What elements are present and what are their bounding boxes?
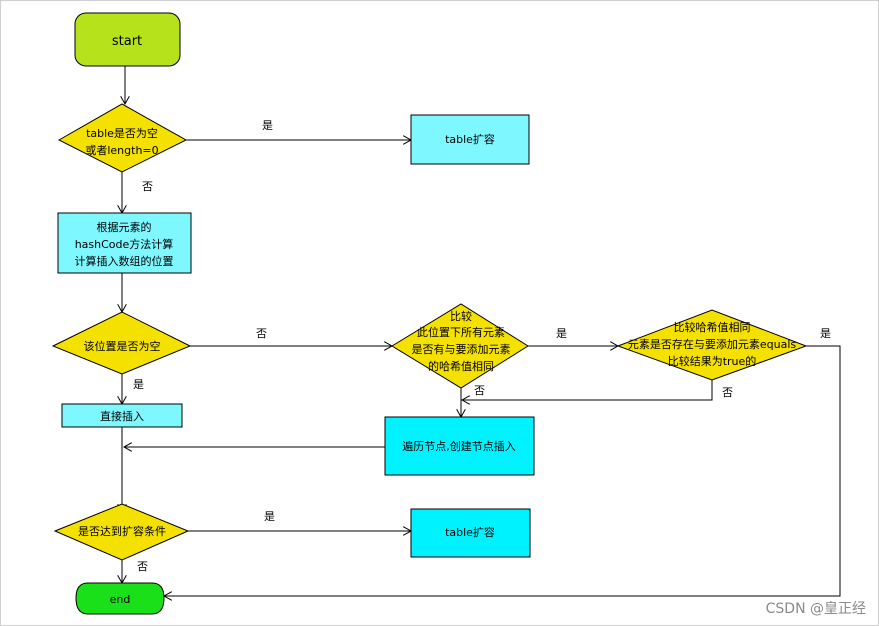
- node-start: start: [74, 12, 181, 67]
- edge-labels: 是 否 否 是 是 是 否 否 是 否: [133, 119, 831, 573]
- label-yes-5: 是: [264, 510, 275, 523]
- node-insert: 直接插入: [61, 403, 183, 428]
- node-check-table: table是否为空 或者length=0: [57, 103, 188, 173]
- node-compare-equals: 比较哈希值相同 元素是否存在与要添加元素equals 比较结果为true的: [616, 309, 808, 381]
- node-compute: 根据元素的 hashCode方法计算 计算插入数组的位置: [57, 212, 192, 274]
- label-no-4: 否: [722, 386, 733, 399]
- node-compare-equals-line-3: 比较结果为true的: [668, 354, 757, 368]
- node-compare-hash-line-2: 此位置下所有元素: [417, 325, 505, 339]
- node-compare-hash-line-3: 是否有与要添加元素: [412, 342, 511, 356]
- node-traverse: 遍历节点,创建节点插入: [384, 416, 535, 476]
- label-no-3: 否: [474, 384, 485, 397]
- node-compare-hash-line-4: 的哈希值相同: [428, 359, 494, 373]
- node-end: end: [75, 582, 165, 615]
- node-traverse-label: 遍历节点,创建节点插入: [402, 439, 516, 453]
- label-yes-1: 是: [262, 119, 273, 132]
- node-resize-2: table扩容: [410, 508, 531, 558]
- label-yes-4: 是: [133, 378, 144, 391]
- node-start-label: start: [112, 34, 142, 49]
- node-resize-2-label: table扩容: [445, 525, 495, 539]
- node-end-label: end: [110, 593, 131, 606]
- node-check-resize-label: 是否达到扩容条件: [78, 524, 166, 538]
- label-no-2: 否: [256, 327, 267, 340]
- node-insert-label: 直接插入: [100, 409, 144, 423]
- node-compute-line-1: 根据元素的: [97, 220, 152, 234]
- node-resize-1: table扩容: [410, 114, 530, 165]
- edge-compare-equals-yes: [164, 345, 841, 596]
- node-check-table-line-1: table是否为空: [86, 126, 158, 140]
- node-resize-1-label: table扩容: [445, 132, 495, 146]
- label-yes-2: 是: [556, 327, 567, 340]
- connectors: [122, 66, 841, 596]
- node-check-table-line-2: 或者length=0: [85, 144, 158, 157]
- edge-compare-equals-no: [462, 380, 713, 400]
- label-no-1: 否: [142, 180, 153, 193]
- node-pos-empty: 该位置是否为空: [51, 311, 192, 375]
- node-compare-equals-line-1: 比较哈希值相同: [674, 320, 751, 334]
- label-yes-3: 是: [820, 327, 831, 340]
- node-check-resize: 是否达到扩容条件: [53, 503, 190, 561]
- node-compute-line-3: 计算插入数组的位置: [75, 254, 174, 268]
- node-compare-hash: 比较 此位置下所有元素 是否有与要添加元素 的哈希值相同: [391, 303, 529, 389]
- node-compare-equals-line-2: 元素是否存在与要添加元素equals: [628, 337, 797, 351]
- label-no-5: 否: [137, 560, 148, 573]
- node-compare-hash-line-1: 比较: [450, 309, 472, 323]
- node-compute-line-2: hashCode方法计算: [75, 237, 174, 251]
- node-pos-empty-label: 该位置是否为空: [84, 339, 161, 353]
- watermark: CSDN @皇正经: [766, 601, 866, 617]
